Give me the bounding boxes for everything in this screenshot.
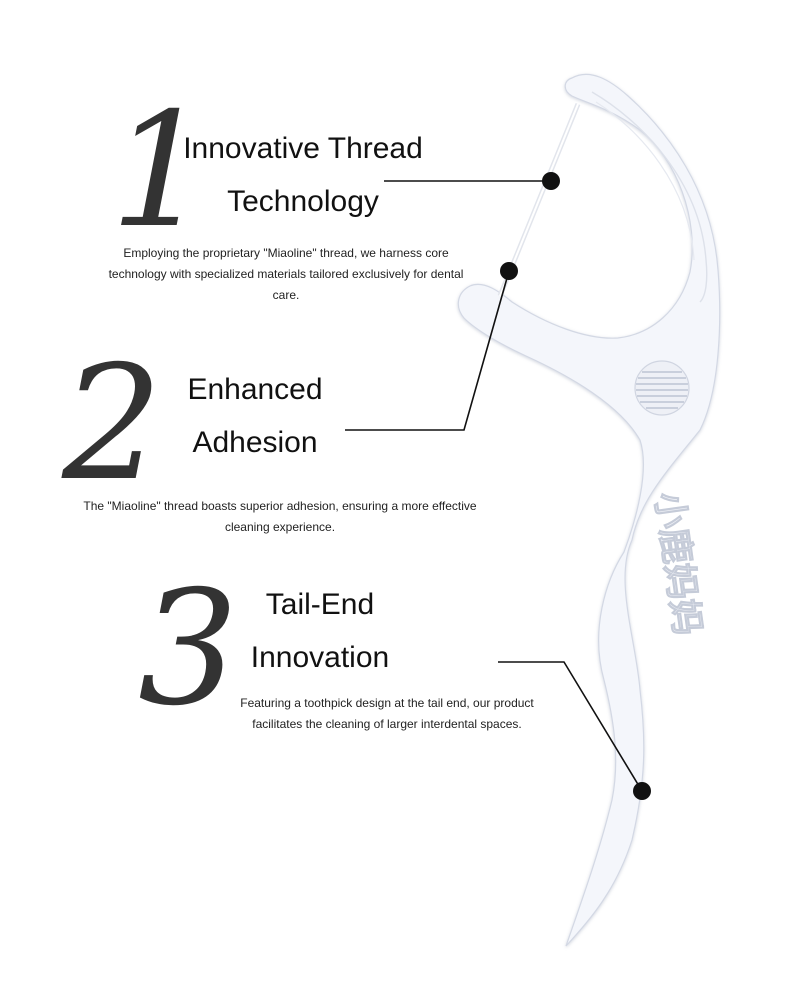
callout-dot-2	[500, 262, 518, 280]
feature-1-number: 1	[110, 79, 211, 263]
arm-groove	[591, 91, 708, 303]
feature-3-title-line-1: Tail-End	[265, 588, 375, 621]
feature-1-title: Innovative Thread Technology	[170, 122, 436, 228]
floss-pick-body	[457, 73, 721, 947]
feature-2-number: 2	[62, 332, 163, 516]
callout-line-2	[345, 270, 510, 431]
feature-3-title: Tail-End Innovation	[222, 578, 418, 684]
feature-1-title-line-1: Innovative Thread	[183, 132, 423, 165]
feature-2-title: Enhanced Adhesion	[170, 363, 340, 469]
grip-texture	[634, 360, 690, 416]
callout-dot-3	[633, 782, 651, 800]
feature-2-title-line-1: Enhanced	[187, 373, 323, 406]
feature-3-number: 3	[138, 557, 239, 741]
feature-3-description: Featuring a toothpick design at the tail…	[240, 696, 534, 731]
feature-2-description: The "Miaoline" thread boasts superior ad…	[83, 499, 477, 534]
callout-dot-1	[542, 172, 560, 190]
feature-1-description: Employing the proprietary "Miaoline" thr…	[108, 246, 464, 302]
feature-1-title-line-2: Technology	[227, 185, 379, 218]
callout-line-3	[498, 661, 643, 792]
brand-mark: 小鹿妈妈	[647, 490, 708, 638]
arm-groove-inner	[595, 101, 695, 261]
feature-3-title-line-2: Innovation	[250, 641, 390, 674]
feature-2-title-line-2: Adhesion	[192, 426, 318, 459]
